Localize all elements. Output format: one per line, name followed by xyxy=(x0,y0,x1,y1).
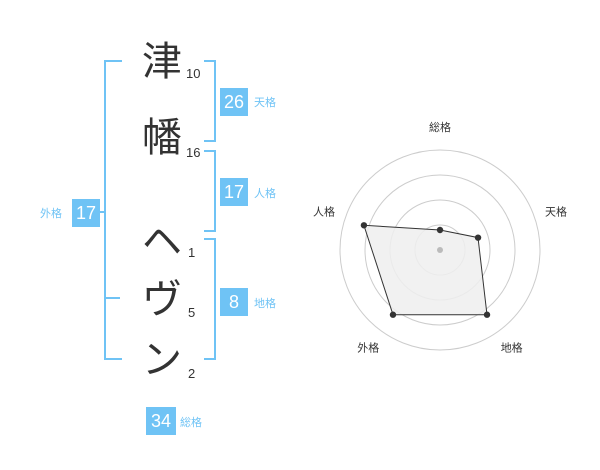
gaikaku-bracket-tick xyxy=(96,211,106,213)
name-char-4: ヴ xyxy=(142,277,182,323)
soukaku-label: 総格 xyxy=(180,416,202,429)
stroke-count-5: 2 xyxy=(188,366,196,381)
chikaku-bracket xyxy=(204,238,216,360)
tenkaku-bracket xyxy=(204,60,216,142)
radar-axis-label: 総格 xyxy=(429,120,451,134)
chikaku-value: 8 xyxy=(220,288,248,316)
stroke-count-4: 5 xyxy=(188,305,196,320)
radar-axis-label: 外格 xyxy=(357,341,379,355)
tenkaku-value: 26 xyxy=(220,88,248,116)
radar-point xyxy=(483,311,491,318)
chikaku-label: 地格 xyxy=(254,297,276,310)
soukaku-value: 34 xyxy=(146,407,176,435)
radar-center-dot xyxy=(437,247,443,253)
name-char-3: ヘ xyxy=(142,219,182,265)
name-char-5: ン xyxy=(142,337,182,383)
name-char-2: 幡 xyxy=(142,115,182,161)
stroke-count-2: 16 xyxy=(186,145,201,160)
radar-series-area xyxy=(363,224,488,316)
gaikaku-label: 外格 xyxy=(40,207,62,220)
radar-point xyxy=(474,234,482,241)
radar-grid-ring xyxy=(339,149,541,351)
tenkaku-label: 天格 xyxy=(254,96,276,109)
gaikaku-value: 17 xyxy=(72,199,100,227)
jinkaku-bracket xyxy=(204,150,216,232)
radar-axis-label: 天格 xyxy=(545,204,567,218)
radar-grid-ring xyxy=(364,174,516,326)
radar-point xyxy=(360,222,368,229)
gaikaku-bracket xyxy=(104,60,122,360)
name-char-1: 津 xyxy=(142,39,182,85)
stroke-count-3: 1 xyxy=(188,245,196,260)
gaikaku-bracket-split xyxy=(106,297,120,299)
jinkaku-value: 17 xyxy=(220,178,248,206)
radar-axis-label: 人格 xyxy=(313,204,335,218)
stroke-count-1: 10 xyxy=(186,66,201,81)
radar-axis-label: 地格 xyxy=(501,341,523,355)
jinkaku-label: 人格 xyxy=(254,187,276,200)
radar-point xyxy=(436,226,444,234)
radar-point xyxy=(389,311,397,318)
